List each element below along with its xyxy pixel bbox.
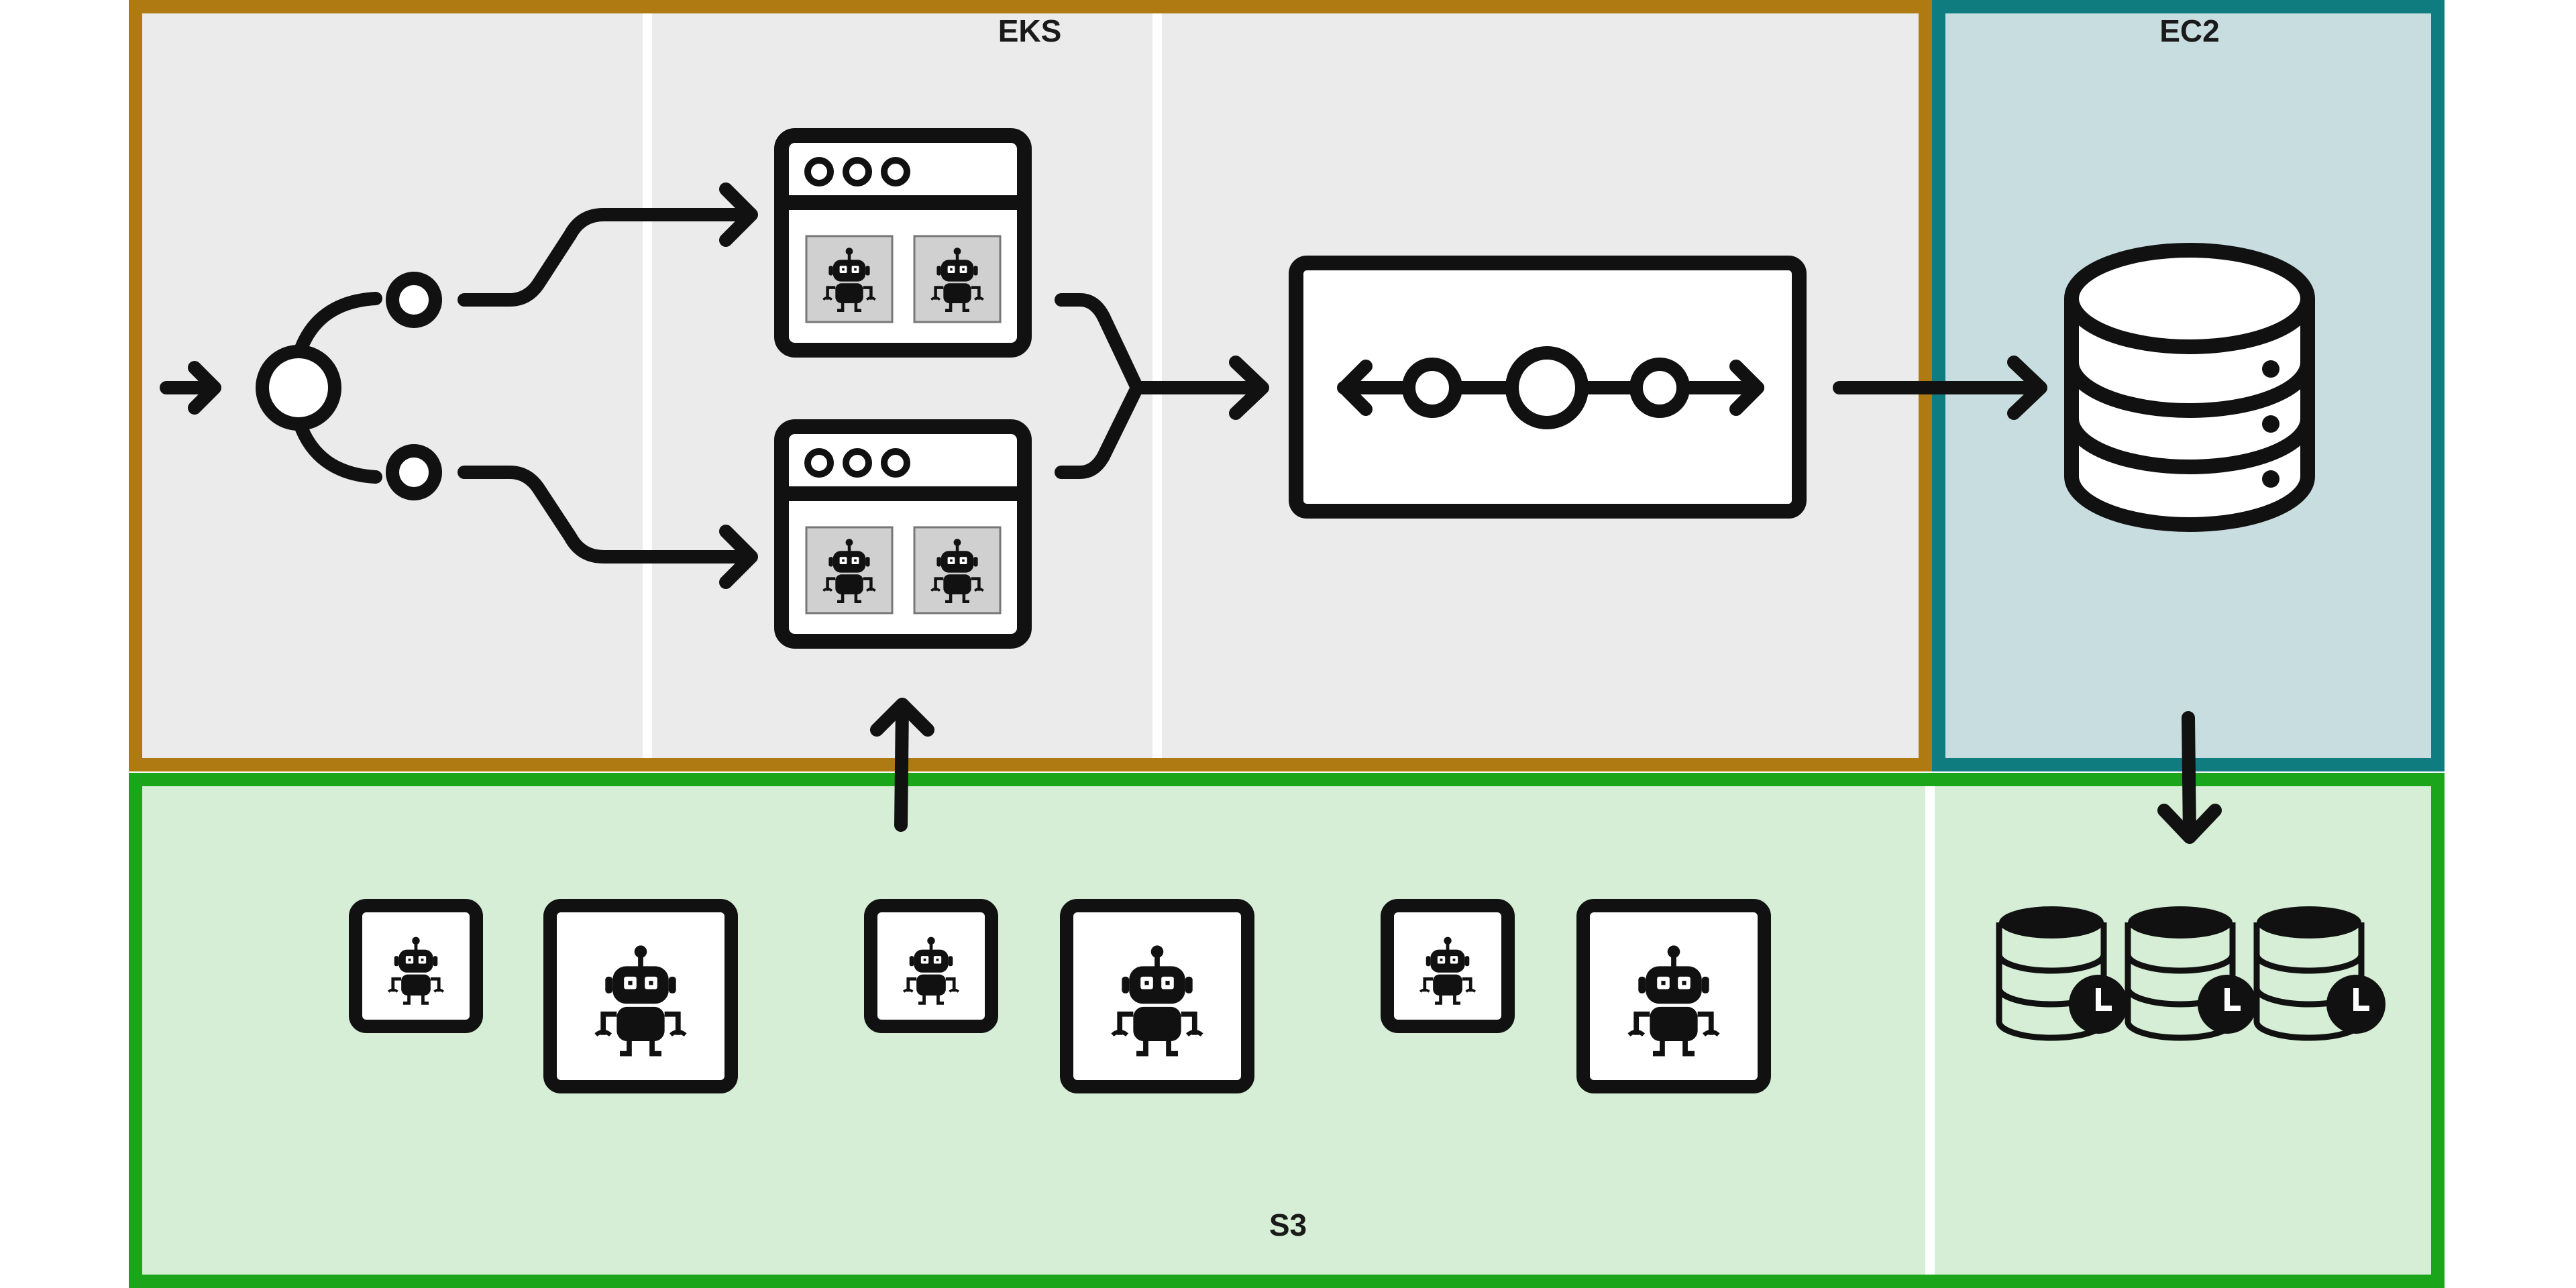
database-to-snapshots-arrow (2157, 711, 2222, 844)
eks-column-divider (643, 13, 652, 758)
robot-icon (543, 899, 738, 1093)
ingress-arrow (160, 361, 221, 415)
browser-window-icon (774, 419, 1032, 649)
browser-window-icon (774, 128, 1032, 358)
robot-icon (349, 899, 483, 1033)
branching-router-icon (256, 272, 442, 500)
app-to-loadbalancer-arrows (1055, 293, 1269, 479)
robot-icon (1381, 899, 1515, 1033)
router-to-app-arrows (458, 182, 758, 589)
database-icon (2064, 243, 2315, 532)
loadbalancer-to-database-arrow (1833, 356, 2047, 420)
robot-icon (864, 899, 998, 1033)
s3-to-app-arrow (870, 698, 934, 832)
s3-zone-label: S3 (1269, 1208, 1307, 1242)
robot-icon (1576, 899, 1771, 1093)
s3-column-divider (1925, 786, 1935, 1275)
s3-zone-box (129, 773, 2445, 1288)
s3-zone: S3 (129, 773, 2445, 1288)
robot-icon (1060, 899, 1254, 1093)
load-balancer-icon (1289, 256, 1807, 519)
ec2-zone-label: EC2 (2159, 13, 2219, 48)
eks-zone-label: EKS (998, 13, 1062, 48)
